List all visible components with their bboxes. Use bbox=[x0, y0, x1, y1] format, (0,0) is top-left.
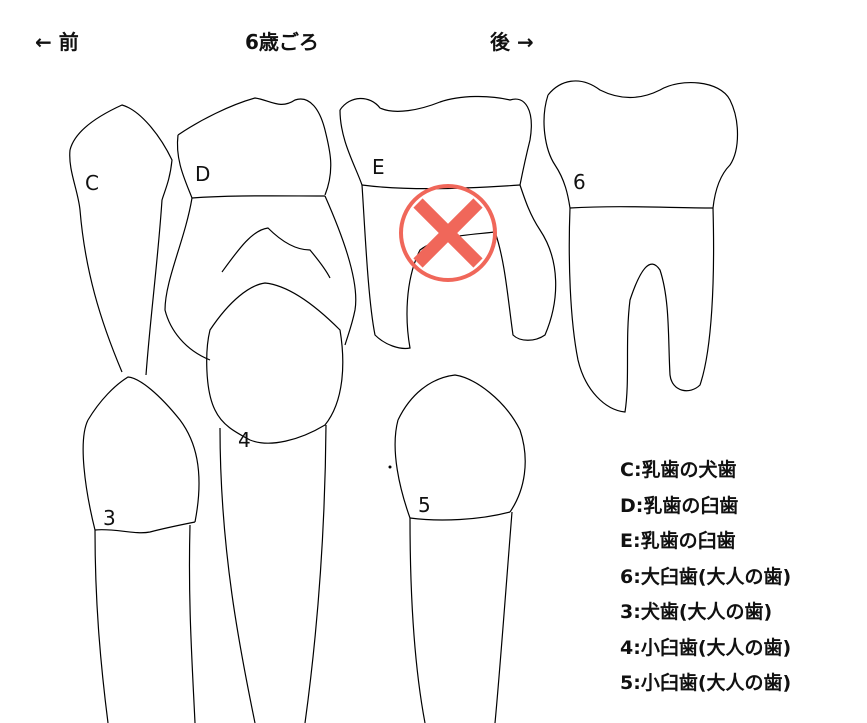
tooth-label-6: 6 bbox=[573, 170, 586, 194]
tooth-6 bbox=[543, 80, 739, 413]
tooth-label-c: C bbox=[85, 171, 99, 195]
legend-item: 5:小臼歯(大人の歯) bbox=[620, 672, 792, 694]
legend-item: D:乳歯の臼歯 bbox=[620, 494, 739, 517]
tooth-d bbox=[164, 97, 357, 361]
legend-item: 4:小臼歯(大人の歯) bbox=[620, 636, 792, 659]
tooth-e bbox=[339, 95, 557, 350]
tooth-4 bbox=[206, 282, 344, 723]
legend-item: C:乳歯の犬歯 bbox=[620, 459, 737, 481]
front-direction-label: ← 前 bbox=[35, 30, 79, 54]
legend-item: E:乳歯の臼歯 bbox=[620, 530, 736, 552]
tooth-c bbox=[69, 104, 173, 376]
tooth-3 bbox=[82, 376, 200, 723]
tooth-label-4: 4 bbox=[238, 428, 251, 452]
diagram-title: 6歳ごろ bbox=[245, 30, 319, 54]
extraction-cross-mark bbox=[399, 184, 497, 282]
tooth-label-d: D bbox=[195, 162, 211, 186]
legend-item: 3:犬歯(大人の歯) bbox=[620, 601, 773, 623]
tooth-label-e: E bbox=[372, 155, 385, 179]
tooth-5 bbox=[388, 374, 526, 723]
legend: C:乳歯の犬歯 D:乳歯の臼歯 E:乳歯の臼歯 6:大臼歯(大人の歯) 3:犬歯… bbox=[620, 455, 791, 704]
legend-item: 6:大臼歯(大人の歯) bbox=[620, 565, 792, 588]
tooth-label-3: 3 bbox=[103, 506, 116, 530]
back-direction-label: 後 → bbox=[490, 30, 534, 54]
tooth-label-5: 5 bbox=[418, 493, 431, 517]
